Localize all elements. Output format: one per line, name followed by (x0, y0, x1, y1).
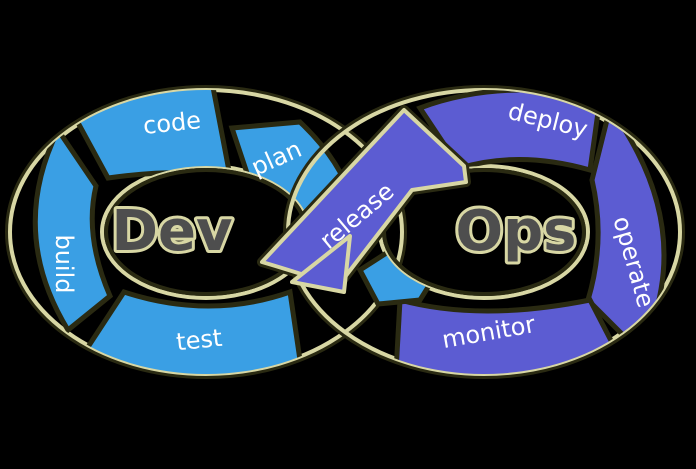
left-loop (5, 85, 407, 379)
label-code: code (142, 106, 203, 140)
release-arrow (257, 105, 471, 294)
word-ops: Ops (455, 199, 576, 264)
word-dev: Dev (112, 199, 233, 264)
label-test: test (175, 324, 224, 357)
right-loop (283, 85, 685, 379)
segment-build (32, 125, 114, 334)
label-build: build (50, 234, 78, 293)
